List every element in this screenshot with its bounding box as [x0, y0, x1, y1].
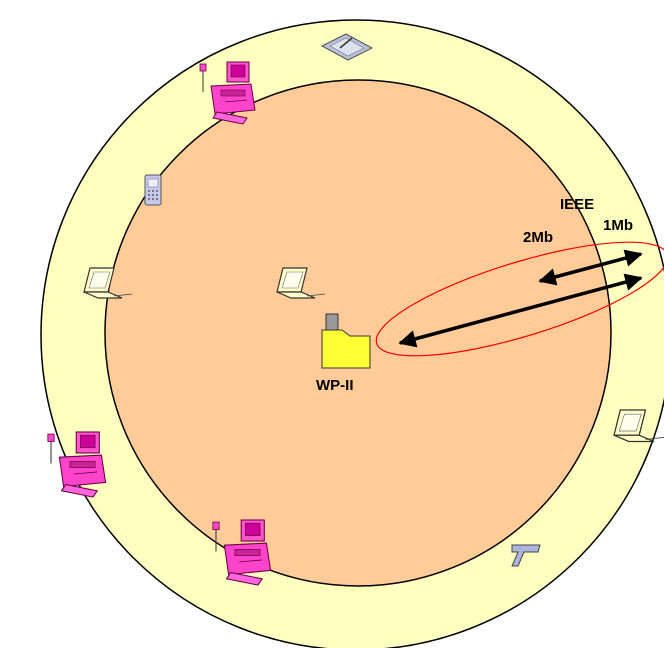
- inner-coverage-zone: [104, 79, 612, 587]
- access-point-label: WP-II: [316, 377, 354, 394]
- rate-label-2mb: 2Mb: [523, 229, 553, 246]
- range-arrow-1mb: [398, 273, 643, 348]
- access-point-icon: [321, 313, 371, 369]
- barcode-scanner-icon: [511, 544, 541, 567]
- standard-label: IEEE: [560, 196, 595, 213]
- range-arrow-2mb: [538, 249, 643, 286]
- pda-icon: [144, 174, 162, 206]
- pen-tablet-icon: [320, 33, 374, 61]
- rate-label-1mb: 1Mb: [603, 217, 633, 234]
